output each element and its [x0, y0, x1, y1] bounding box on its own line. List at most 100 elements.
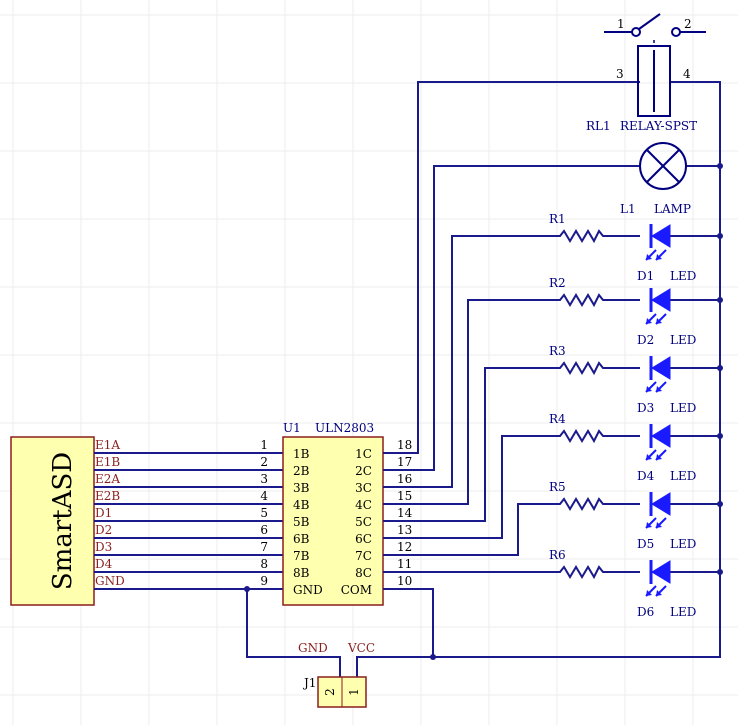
relay-pin-number: 1 [617, 17, 625, 31]
smartasd-pin-gnd: GND [95, 574, 125, 588]
led-designator: D1 [637, 269, 654, 283]
u1-pin-number: 14 [397, 506, 413, 520]
junction-dot [717, 365, 723, 371]
resistor-5 [555, 497, 640, 512]
wire-gnd-rail [246, 589, 341, 677]
led-light-arrowhead [656, 254, 662, 260]
junction-dot [717, 569, 723, 575]
lamp-circle [639, 142, 687, 190]
resistor-designator: R6 [549, 548, 566, 562]
u1-pin-number: 12 [397, 540, 412, 554]
vcc-rail [356, 81, 723, 677]
u1-part: ULN2803 [315, 421, 374, 435]
output-wires [383, 81, 640, 657]
smartasd-body [10, 436, 95, 606]
resistor-6 [555, 565, 640, 580]
led-designator: D6 [637, 605, 654, 619]
led-light-arrowhead [646, 318, 652, 324]
u1-pin-number: 4 [260, 489, 268, 503]
resistor-designator: R4 [549, 412, 566, 426]
led-light-arrowhead [656, 590, 662, 596]
u1-pin-name: 6B [293, 532, 310, 546]
relay-switch-contact [631, 27, 641, 37]
relay-switch-contact [671, 27, 681, 37]
u1-pin-number: 11 [397, 557, 412, 571]
smartasd-pin-d1: D1 [95, 506, 112, 520]
smartasd-name: SmartASD [48, 452, 78, 590]
resistor-designator: R2 [549, 276, 566, 290]
led-light-arrowhead [656, 318, 662, 324]
led-light-arrowhead [646, 522, 652, 528]
resistor-2 [555, 293, 640, 308]
led-designator: D3 [637, 401, 654, 415]
resistor-3 [555, 361, 640, 376]
u1-pin-number: 9 [260, 574, 268, 588]
u1-pin-name: 8B [293, 566, 310, 580]
resistor-designator: R5 [549, 480, 566, 494]
u1-pin-number: 8 [260, 557, 268, 571]
u1-pin-number: 18 [397, 438, 412, 452]
smartasd-pin-e1a: E1A [95, 438, 120, 452]
junction-dot [430, 654, 436, 660]
u1-pin-name: 7C [355, 549, 372, 563]
wire-led1-drive [383, 235, 555, 488]
u1-pin-number: 16 [397, 472, 412, 486]
wire-led3-drive [383, 367, 555, 522]
smartasd-pin-e1b: E1B [95, 455, 120, 469]
led-1-body [651, 224, 671, 248]
junction-dot [717, 297, 723, 303]
junction-dot [717, 433, 723, 439]
u1-pin-number: 2 [260, 455, 268, 469]
wire-com [383, 588, 434, 657]
junction-dot [244, 586, 250, 592]
j1-net-gnd: GND [298, 641, 328, 655]
led-light-arrowhead [646, 590, 652, 596]
led-part: LED [670, 269, 696, 283]
junction-dot [717, 163, 723, 169]
u1-pin-number: 7 [260, 540, 268, 554]
led-part: LED [670, 333, 696, 347]
led-part: LED [670, 401, 696, 415]
u1-pin-number: 1 [260, 438, 268, 452]
led-light-arrowhead [646, 254, 652, 260]
u1-pin-name: 8C [355, 566, 372, 580]
u1-pin-number: 6 [260, 523, 268, 537]
led-5-body [651, 492, 671, 516]
u1-pin-number: 17 [397, 455, 412, 469]
j1-pin-number: 2 [323, 688, 337, 696]
led-light-arrowhead [646, 386, 652, 392]
u1-left-pin-numbers: 1 2 3 4 5 6 7 8 9 [260, 438, 268, 588]
led-part: LED [670, 605, 696, 619]
led-light-arrowhead [656, 522, 662, 528]
smartasd-pin-d3: D3 [95, 540, 112, 554]
lamp-l1: L1 LAMP [620, 142, 691, 216]
lamp-designator: L1 [620, 202, 636, 216]
relay-pin-number: 2 [684, 17, 692, 31]
junction-dot [717, 501, 723, 507]
wire-relay-drive [383, 81, 640, 454]
u1-left-pin-names: 1B 2B 3B 4B 5B 6B 7B 8B GND [293, 447, 323, 597]
resistor-designator: R3 [549, 344, 566, 358]
led-designator: D2 [637, 333, 654, 347]
resistor-designator: R1 [549, 212, 566, 226]
wire-led5-drive [383, 503, 555, 556]
resistor-4 [555, 429, 640, 444]
relay-coil-box [637, 45, 671, 117]
smartasd-module: SmartASD E1A E1B E2A E2B D1 D2 D3 D4 GND [10, 436, 125, 606]
u1-pin-name: 3B [293, 481, 310, 495]
u1-pin-name: 4C [355, 498, 372, 512]
u1-pin-name: 5B [293, 515, 310, 529]
wire-vcc-rail [356, 81, 721, 677]
relay-designator: RL1 [586, 119, 611, 133]
u1-body [282, 436, 384, 606]
led-3-body [651, 356, 671, 380]
led-light-arrowhead [656, 386, 662, 392]
led-6-body [651, 560, 671, 584]
